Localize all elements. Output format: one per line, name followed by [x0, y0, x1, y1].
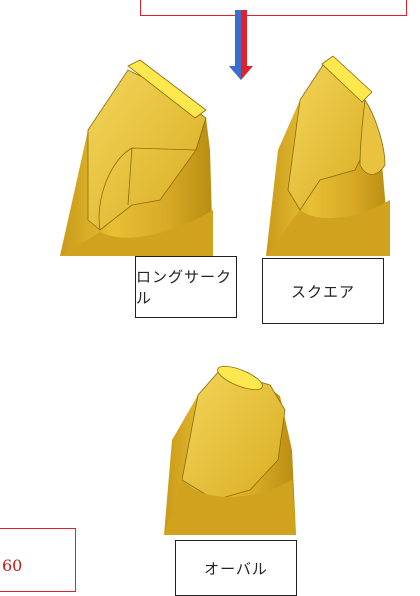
number-fragment: 60: [2, 556, 23, 575]
label-square: スクエア: [262, 258, 384, 324]
label-long-circle: ロングサークル: [135, 256, 237, 318]
label-square-text: スクエア: [290, 282, 355, 301]
top-red-frame: [140, 0, 407, 16]
label-oval-text: オーバル: [204, 559, 268, 578]
label-oval: オーバル: [175, 540, 297, 596]
oval-tip: [164, 365, 296, 535]
label-long-circle-text: ロングサークル: [136, 268, 233, 307]
bottom-red-frame: [0, 528, 76, 592]
down-arrow-icon: [229, 10, 253, 80]
long-circle-tip: [60, 59, 213, 256]
square-tip: [266, 55, 390, 256]
